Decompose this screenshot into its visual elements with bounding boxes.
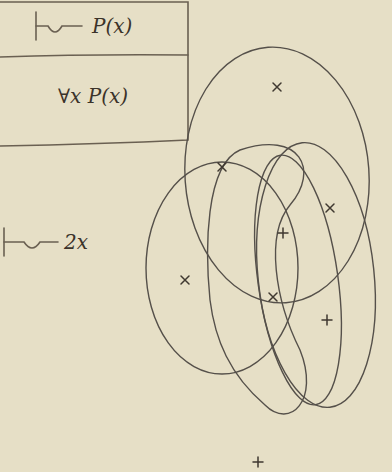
formula-text: 2x bbox=[64, 232, 88, 252]
formula-text: ∀x P(x) bbox=[58, 86, 128, 106]
formula-text: P(x) bbox=[92, 16, 132, 36]
